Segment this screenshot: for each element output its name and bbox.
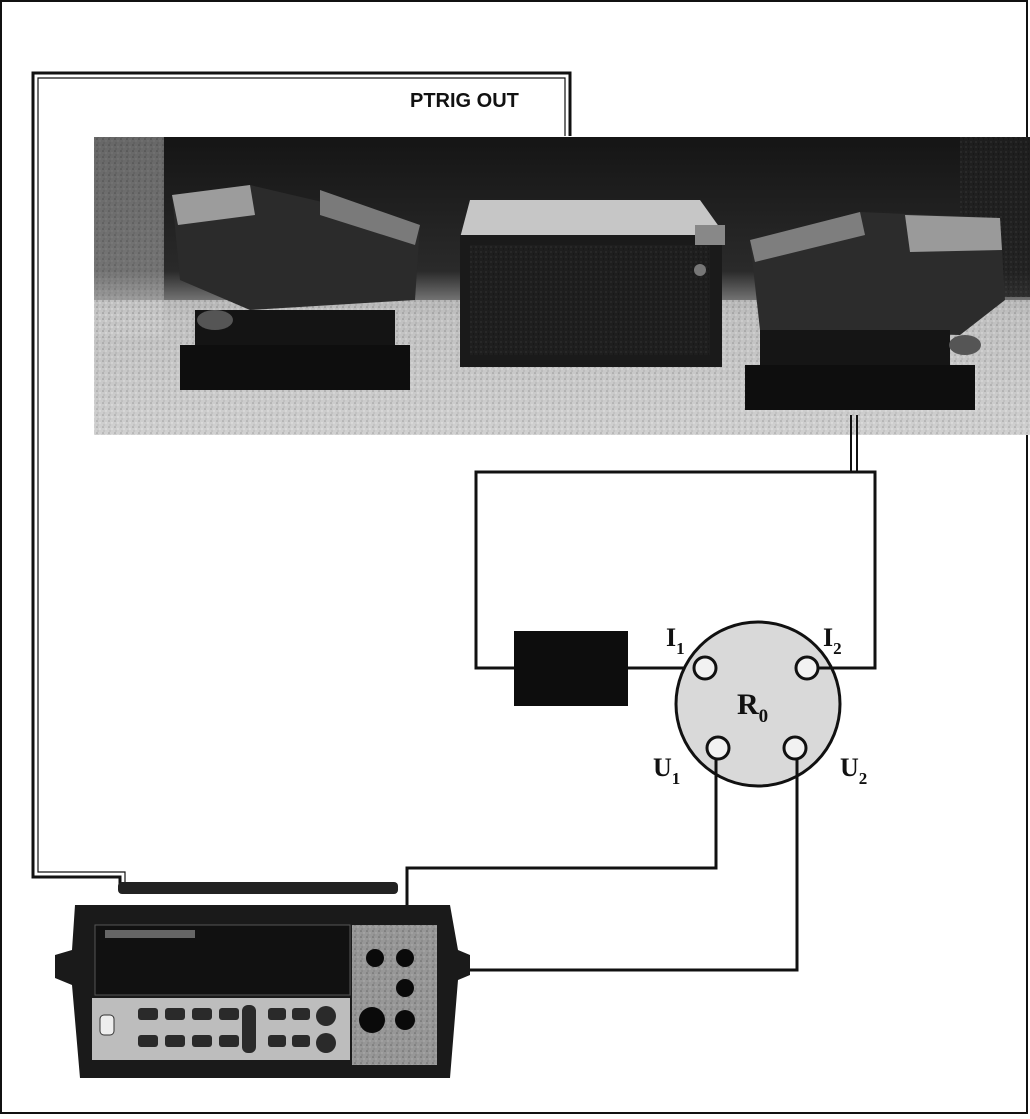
terminal-i2 <box>794 655 820 681</box>
label-i1: I1 <box>666 623 685 658</box>
digital-multimeter <box>55 882 470 1078</box>
wire-u1-to-meter <box>405 759 718 908</box>
left-camera <box>172 185 420 390</box>
instrument-photo <box>94 137 1030 435</box>
terminal-i1 <box>692 655 718 681</box>
terminal-u1 <box>705 735 731 761</box>
resistor-r0 <box>674 620 842 788</box>
meter-terminals <box>359 949 415 1033</box>
label-u2: U2 <box>840 753 867 788</box>
center-box <box>460 200 725 367</box>
right-camera <box>745 212 1005 410</box>
current-loop-wire <box>474 470 877 670</box>
ptrig-wire-inner <box>37 77 566 888</box>
wire-u2-to-meter <box>420 759 799 972</box>
ptrig-out-label: PTRIG OUT <box>410 90 519 112</box>
current-source-box <box>514 631 628 706</box>
label-i2: I2 <box>823 623 842 658</box>
ptrig-wire <box>31 71 572 888</box>
meter-buttons <box>138 1005 336 1053</box>
label-r0: R0 <box>737 688 768 727</box>
label-u1: U1 <box>653 753 680 788</box>
terminal-u2 <box>782 735 808 761</box>
